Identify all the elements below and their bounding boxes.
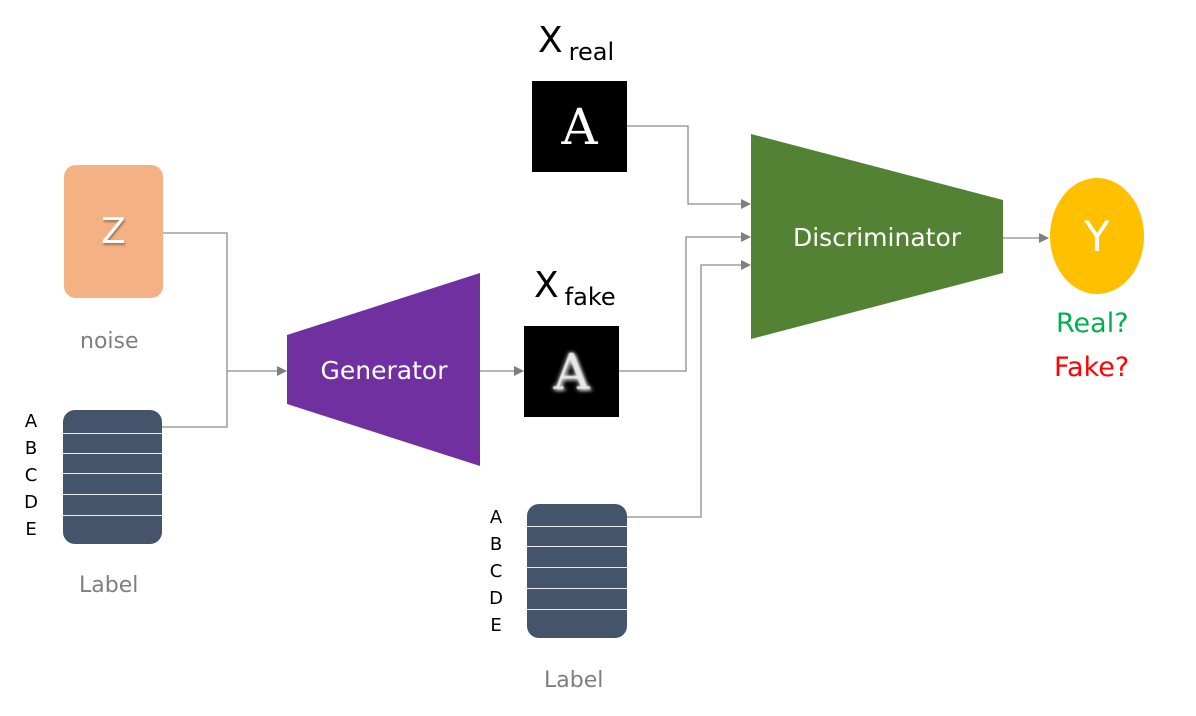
label-letter: A bbox=[489, 507, 503, 528]
x-fake-main: X bbox=[534, 265, 559, 306]
output-symbol: Y bbox=[1084, 211, 1110, 261]
x-real-arrow bbox=[627, 125, 751, 209]
x-real-image: A bbox=[532, 81, 627, 172]
label-letter: A bbox=[24, 411, 38, 432]
label-letter: D bbox=[489, 588, 503, 609]
fake-question: Fake? bbox=[1054, 352, 1130, 383]
generator-shape bbox=[287, 273, 480, 466]
real-question: Real? bbox=[1056, 308, 1129, 339]
label-letter: B bbox=[24, 438, 38, 459]
x-fake-sub: fake bbox=[564, 283, 616, 311]
x-fake-image: A bbox=[524, 326, 619, 417]
x-real-glyph: A bbox=[561, 97, 598, 156]
label-letter: E bbox=[490, 615, 502, 636]
x-real-sub: real bbox=[568, 38, 615, 66]
x-real-main: X bbox=[538, 20, 563, 61]
generator-label-caption: Label bbox=[79, 573, 139, 598]
discriminator-label-letters: A B C D E bbox=[485, 504, 507, 639]
x-fake-glyph: A bbox=[553, 342, 590, 401]
label-letter: D bbox=[24, 492, 38, 513]
output-node: Y bbox=[1050, 178, 1144, 294]
noise-caption: noise bbox=[80, 329, 139, 354]
generator-label-letters: A B C D E bbox=[20, 408, 42, 543]
noise-connector bbox=[163, 232, 228, 371]
noise-box: Z bbox=[64, 165, 163, 298]
label-letter: C bbox=[24, 465, 38, 486]
label-letter: C bbox=[489, 561, 503, 582]
generator-label-stack bbox=[63, 410, 162, 544]
discriminator-label-caption: Label bbox=[544, 668, 604, 693]
discriminator-label: Discriminator bbox=[792, 222, 962, 252]
label-connector bbox=[162, 371, 228, 428]
disc-label-arrow bbox=[627, 260, 751, 518]
generator-label: Generator bbox=[320, 355, 448, 385]
noise-symbol: Z bbox=[101, 211, 126, 252]
x-fake-arrow bbox=[619, 232, 751, 372]
discriminator-shape bbox=[751, 134, 1003, 339]
label-letter: B bbox=[489, 534, 503, 555]
label-letter: E bbox=[25, 519, 37, 540]
discriminator-label-stack bbox=[527, 504, 627, 638]
